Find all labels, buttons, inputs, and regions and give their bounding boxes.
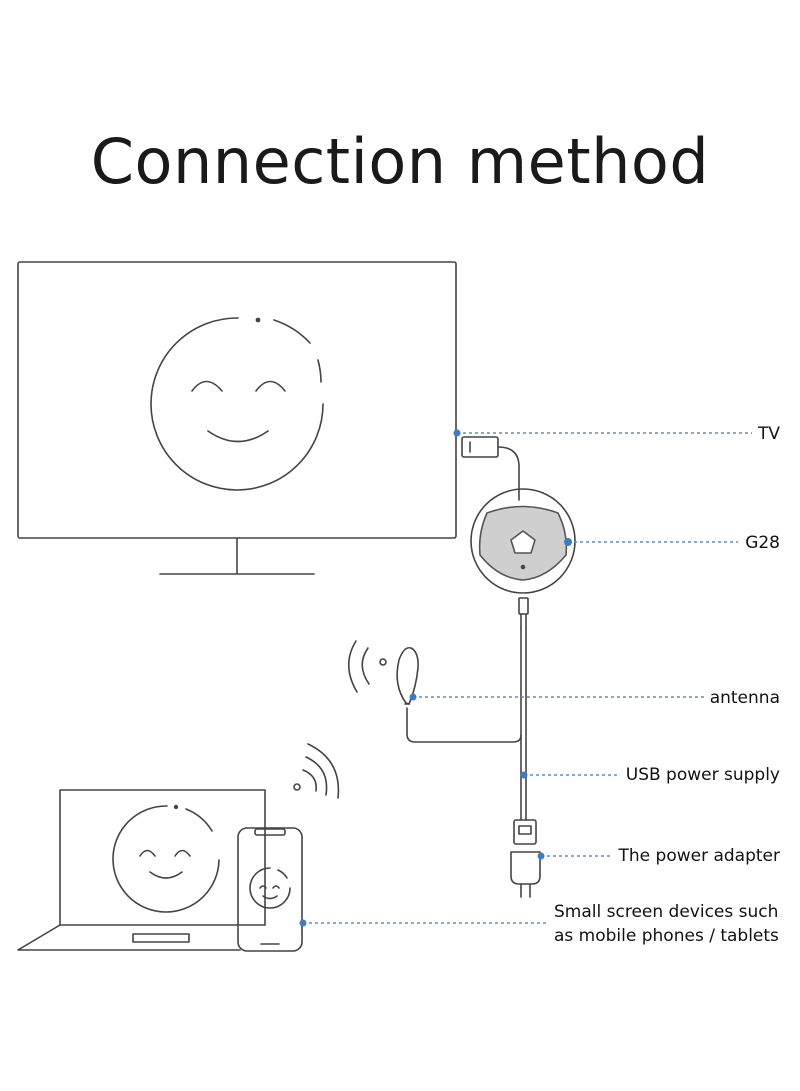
tv-dot	[453, 429, 461, 437]
label-tv: TV	[757, 424, 780, 444]
phone-smiley-face	[249, 867, 291, 909]
usb-cable	[406, 597, 529, 821]
label-small-line-2: as mobile phones / tablets	[554, 926, 779, 946]
page-title: Connection method	[90, 125, 710, 198]
usb-plug	[513, 819, 537, 845]
wifi-signal-icon	[293, 743, 340, 799]
label-g28: G28	[745, 533, 780, 553]
laptop-illustration	[17, 789, 266, 951]
antenna-illustration	[347, 640, 419, 705]
label-power-adapter: The power adapter	[618, 846, 781, 866]
g28-dot	[564, 538, 572, 546]
phone-illustration	[237, 827, 303, 952]
tv-smiley-face	[150, 317, 324, 491]
label-usb-power-supply: USB power supply	[625, 765, 780, 785]
label-antenna: antenna	[709, 688, 780, 708]
adapter-dot	[537, 852, 545, 860]
g28-device	[470, 488, 576, 594]
usb-dot	[520, 771, 528, 779]
label-small-line-1: Small screen devices such	[554, 902, 779, 922]
power-adapter-illustration	[510, 851, 541, 898]
small-devices-dot	[299, 919, 307, 927]
label-small-screen-devices: Small screen devices such as mobile phon…	[554, 900, 779, 948]
hdmi-dongle-cable	[461, 436, 520, 501]
tv-illustration	[17, 261, 457, 575]
laptop-smiley-face	[112, 805, 220, 913]
leader-lines	[303, 432, 752, 924]
antenna-dot	[409, 693, 417, 701]
leader-dots	[299, 429, 572, 927]
